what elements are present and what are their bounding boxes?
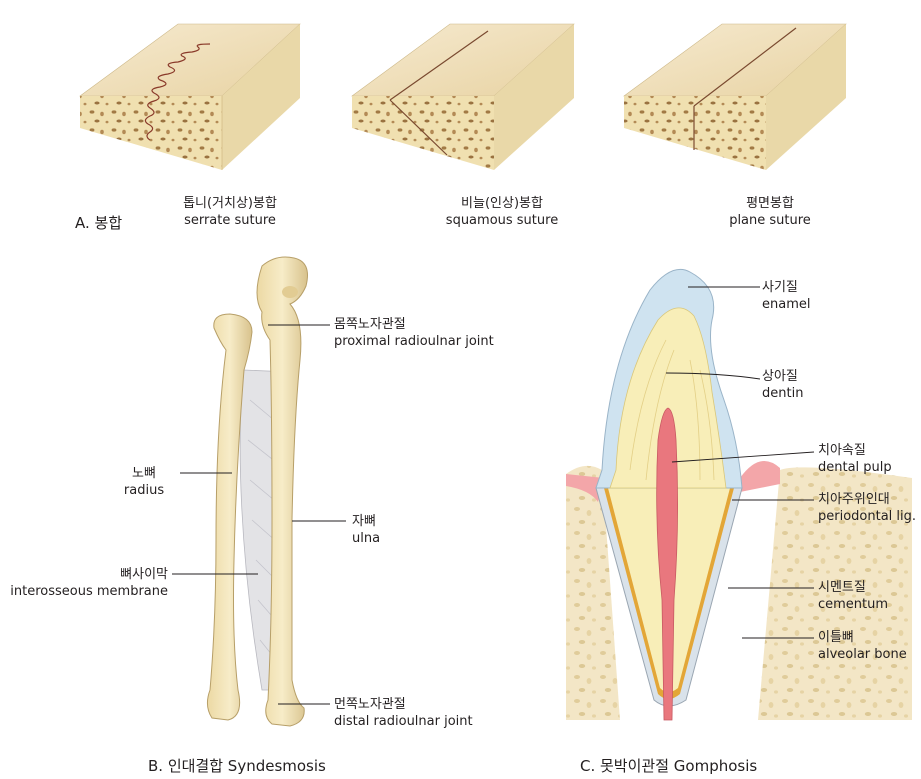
distal-radioulnar-en: distal radioulnar joint — [334, 714, 473, 729]
dental-pulp-en: dental pulp — [818, 460, 892, 475]
ulna-label: 자뼈 ulna — [352, 513, 380, 547]
ulna-bone-shape — [256, 256, 308, 727]
dentin-ko: 상아질 — [762, 369, 798, 384]
distal-radioulnar-label: 먼쪽노자관절 distal radioulnar joint — [334, 696, 473, 730]
periodontal-ligament-en: periodontal lig. — [818, 509, 917, 524]
radius-label: 노뼈 radius — [122, 465, 166, 499]
radius-bone-shape — [206, 313, 253, 721]
proximal-radioulnar-label: 몸쪽노자관절 proximal radioulnar joint — [334, 316, 494, 350]
cementum-en: cementum — [818, 597, 889, 612]
squamous-suture-block — [351, 23, 575, 170]
serrate-suture-en: serrate suture — [184, 213, 276, 228]
ulna-ko: 자뼈 — [352, 514, 376, 529]
serrate-suture-label: 톱니(거치상)봉합 serrate suture — [150, 195, 310, 229]
plane-suture-ko: 평면봉합 — [746, 196, 794, 211]
dental-pulp-label: 치아속질 dental pulp — [818, 442, 892, 476]
panel-c-title: C. 못박이관절 Gomphosis — [580, 757, 758, 775]
alveolar-bone-shape — [566, 460, 912, 720]
proximal-radioulnar-en: proximal radioulnar joint — [334, 334, 494, 349]
periodontal-ligament-ko: 치아주위인대 — [818, 492, 890, 507]
periodontal-ligament-label: 치아주위인대 periodontal lig. — [818, 491, 916, 525]
squamous-suture-en: squamous suture — [445, 213, 559, 228]
plane-suture-en: plane suture — [729, 213, 811, 228]
radius-en: radius — [123, 483, 165, 498]
panel-b-title: B. 인대결합 Syndesmosis — [148, 757, 326, 775]
enamel-label: 사기질 enamel — [762, 279, 810, 313]
proximal-radioulnar-ko: 몸쪽노자관절 — [334, 317, 406, 332]
alveolar-bone-en: alveolar bone — [818, 647, 907, 662]
squamous-suture-label: 비늘(인상)봉합 squamous suture — [422, 195, 582, 229]
alveolar-bone-label: 이틀뼈 alveolar bone — [818, 629, 907, 663]
ulna-en: ulna — [352, 531, 381, 546]
plane-suture-block — [623, 23, 847, 170]
enamel-en: enamel — [762, 297, 811, 312]
panel-a-title: A. 봉합 — [75, 214, 123, 232]
dentin-label: 상아질 dentin — [762, 368, 803, 402]
serrate-suture-ko: 톱니(거치상)봉합 — [183, 196, 277, 211]
squamous-suture-ko: 비늘(인상)봉합 — [461, 196, 543, 211]
serrate-suture-block — [79, 23, 301, 170]
cementum-label: 시멘트질 cementum — [818, 579, 888, 613]
interosseous-membrane-ko: 뼈사이막 — [120, 567, 168, 582]
enamel-ko: 사기질 — [762, 280, 798, 295]
dentin-en: dentin — [762, 386, 804, 401]
distal-radioulnar-ko: 먼쪽노자관절 — [334, 697, 406, 712]
interosseous-membrane-en: interosseous membrane — [10, 584, 168, 599]
radius-ko: 노뼈 — [132, 466, 156, 481]
alveolar-bone-ko: 이틀뼈 — [818, 630, 854, 645]
dental-pulp-ko: 치아속질 — [818, 443, 866, 458]
cementum-ko: 시멘트질 — [818, 580, 866, 595]
plane-suture-label: 평면봉합 plane suture — [690, 195, 850, 229]
tooth-shape — [595, 268, 743, 721]
interosseous-membrane-label: 뼈사이막 interosseous membrane — [2, 566, 168, 600]
